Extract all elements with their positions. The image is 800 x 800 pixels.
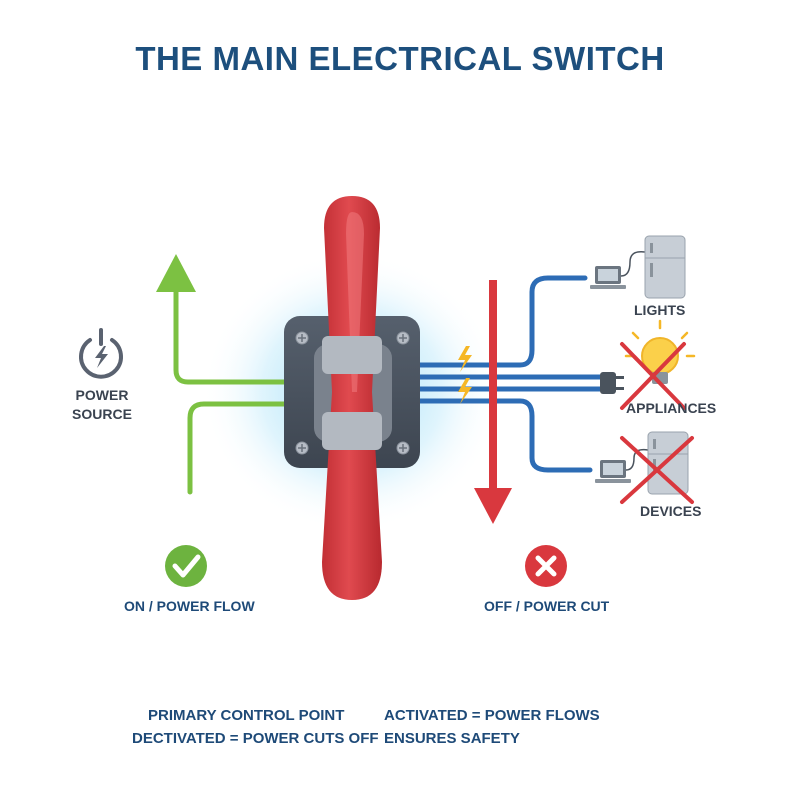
output-wires xyxy=(413,275,603,473)
fridge-icon xyxy=(647,431,689,495)
on-power-flow-lines xyxy=(173,282,293,495)
lever-clamp xyxy=(322,412,382,450)
spark-icon xyxy=(458,346,472,372)
cross-out-icon xyxy=(620,436,694,504)
lightbulb-icon xyxy=(624,319,696,384)
lights-label: LIGHTS xyxy=(634,302,686,318)
laptop-icon xyxy=(595,460,631,483)
check-icon xyxy=(165,545,207,587)
lever-clamp xyxy=(322,336,382,374)
plug-icon xyxy=(600,372,624,394)
power-cord xyxy=(620,250,646,277)
bolt-icon xyxy=(95,346,108,368)
fridge-icon xyxy=(644,235,686,299)
footer-primary-control: PRIMARY CONTROL POINT xyxy=(148,707,345,724)
devices-label: DEVICES xyxy=(640,503,702,519)
appliances-label: APPLIANCES xyxy=(626,400,717,416)
footer-safety: ENSURES SAFETY xyxy=(384,730,520,747)
footer-deactivated: DECTIVATED = POWER CUTS OFF xyxy=(132,730,379,747)
power-icon xyxy=(79,328,123,379)
spark-icon xyxy=(458,378,472,404)
cross-out-icon xyxy=(620,342,686,410)
on-up-arrow xyxy=(156,254,196,292)
off-state-label: OFF / POWER CUT xyxy=(484,598,610,614)
power-cord xyxy=(625,448,649,471)
laptop-icon xyxy=(590,266,626,289)
on-state-label: ON / POWER FLOW xyxy=(124,598,255,614)
page-title: THE MAIN ELECTRICAL SWITCH xyxy=(135,40,665,77)
footer-activated: ACTIVATED = POWER FLOWS xyxy=(384,707,600,724)
power-source-label: POWER SOURCE xyxy=(72,387,132,422)
off-power-cut-arrow xyxy=(474,280,512,524)
